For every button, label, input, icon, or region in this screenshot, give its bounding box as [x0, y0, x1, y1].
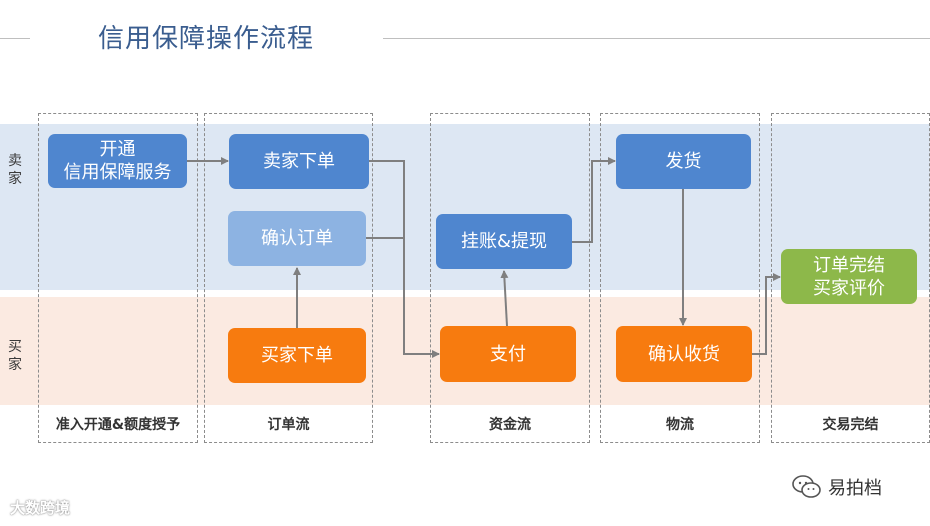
- wechat-icon: [792, 475, 821, 498]
- arrow-seller-order-to-payment: [369, 160, 440, 358]
- page-title: 信用保障操作流程: [98, 24, 315, 54]
- node-payment-label: 支付: [490, 343, 526, 365]
- stage-column-logistics: [600, 113, 760, 443]
- node-order-complete-label: 订单完结 买家评价: [813, 254, 885, 299]
- node-ship: 发货: [616, 134, 751, 189]
- watermark-right-text: 易拍档: [828, 478, 882, 499]
- stage-label-complete: 交易完结: [822, 417, 879, 433]
- stage-label-logistics: 物流: [666, 417, 694, 433]
- buyer-lane-label: 买家: [8, 339, 22, 373]
- watermark-right: 易拍档: [792, 472, 882, 502]
- stage-label-funds: 资金流: [489, 417, 531, 433]
- node-seller-order-label: 卖家下单: [263, 151, 335, 172]
- node-open-service-label: 开通 信用保障服务: [63, 139, 172, 183]
- node-account-withdraw-label: 挂账&提现: [460, 231, 548, 252]
- node-open-service: 开通 信用保障服务: [48, 134, 187, 188]
- arrow-receipt-to-complete: [752, 273, 781, 355]
- stage-label-order: 订单流: [267, 417, 310, 433]
- stage-column-access: [38, 113, 198, 443]
- title-rule-left: [0, 38, 30, 39]
- stage-column-funds: [430, 113, 590, 443]
- watermark-left: 大数跨境: [10, 497, 70, 518]
- node-buyer-order-label: 买家下单: [261, 345, 333, 366]
- stage-label-access: 准入开通&额度授予: [55, 417, 181, 433]
- watermark-left-text: 大数跨境: [10, 499, 71, 517]
- seller-lane-label: 卖家: [8, 153, 22, 187]
- node-account-withdraw: 挂账&提现: [436, 214, 572, 269]
- node-confirm-receipt-label: 确认收货: [648, 343, 720, 365]
- stage-column-order: [204, 113, 373, 443]
- node-payment: 支付: [440, 326, 576, 382]
- node-confirm-order: 确认订单: [228, 211, 366, 266]
- arrow-payment-to-withdraw: [500, 270, 509, 327]
- node-confirm-order-label: 确认订单: [261, 228, 333, 249]
- node-order-complete: 订单完结 买家评价: [781, 249, 917, 304]
- node-ship-label: 发货: [665, 151, 702, 172]
- node-buyer-order: 买家下单: [228, 328, 366, 383]
- title-rule-right: [383, 38, 930, 39]
- node-seller-order: 卖家下单: [229, 134, 369, 189]
- node-confirm-receipt: 确认收货: [616, 326, 752, 382]
- arrow-withdraw-to-ship: [572, 157, 616, 243]
